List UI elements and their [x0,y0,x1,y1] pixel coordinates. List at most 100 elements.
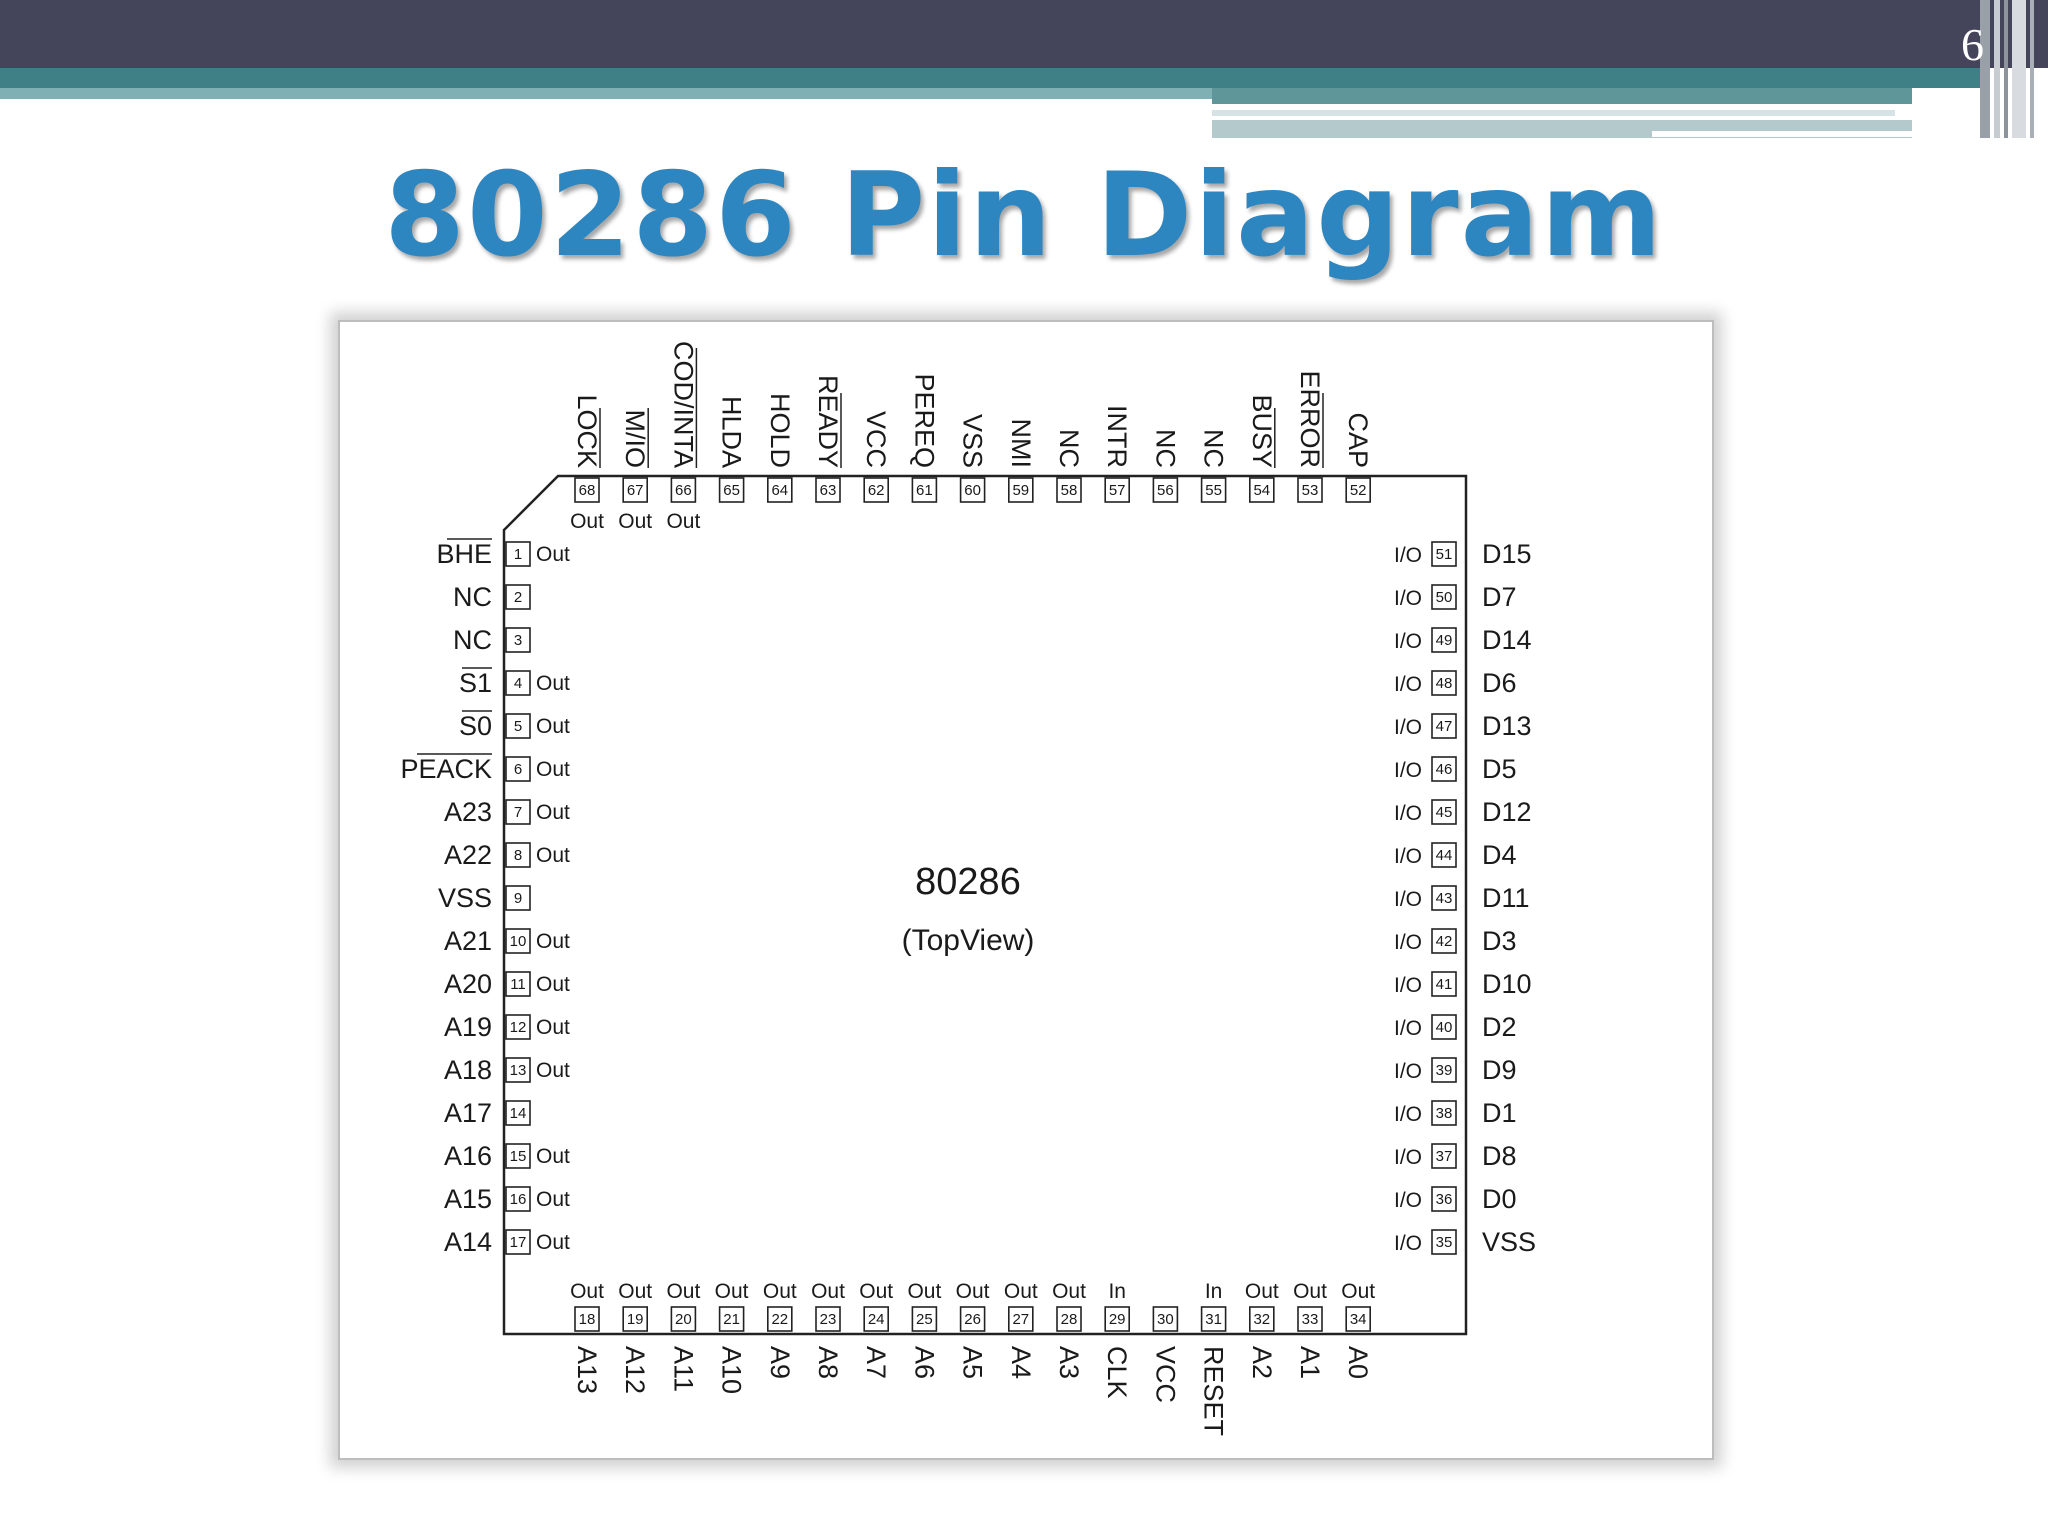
pin-number: 21 [723,1311,740,1328]
pin-label: LOCK [572,394,602,468]
pin-number: 15 [510,1148,527,1165]
pin-label: D5 [1482,754,1517,784]
pin-label: A1 [1295,1346,1325,1379]
pin-number: 17 [510,1234,527,1251]
chip-outline [502,474,1468,1336]
pin-box [815,477,841,503]
pin-label: A6 [909,1346,939,1379]
pin-box [505,541,531,567]
pin-number: 3 [514,632,522,649]
pin-direction: Out [570,510,604,533]
pin-direction: Out [715,1280,749,1303]
pin-label: D3 [1482,926,1517,956]
pin-label: A18 [444,1055,492,1085]
page-title: 80286 Pin Diagram [384,148,1664,283]
header-vertical-bar [2030,0,2034,138]
pin-direction: Out [536,930,570,953]
header-bar [0,0,2048,68]
pin-direction: Out [1052,1280,1086,1303]
pin-direction: Out [536,1059,570,1082]
pin-label: HOLD [765,393,795,468]
header-stripe [1212,110,1895,116]
pin-label: A22 [444,840,492,870]
pin-box [505,799,531,825]
pin-direction: I/O [1394,1017,1422,1040]
pin-box [505,713,531,739]
pin-number: 27 [1012,1311,1029,1328]
pin-label: A16 [444,1141,492,1171]
pin-direction: I/O [1394,1146,1422,1169]
pin-direction: Out [1245,1280,1279,1303]
pin-number: 6 [514,761,522,778]
pin-label: D4 [1482,840,1517,870]
pin-number: 1 [514,546,522,563]
pin-box [1152,477,1179,503]
pin-direction: Out [618,510,652,533]
pin-label: A21 [444,926,492,956]
pin-box [1248,1306,1275,1332]
pin-label: A20 [444,969,492,999]
pin-box [1431,1100,1457,1126]
pin-number: 36 [1436,1191,1453,1208]
pin-box [574,1306,600,1332]
header-vertical-bar [2004,0,2008,138]
pin-label: A10 [717,1346,747,1394]
pin-direction: Out [536,715,570,738]
pin-box [1431,971,1457,997]
pin-box [1431,842,1457,868]
pin-box [959,1306,986,1332]
pin-box [1248,477,1275,503]
pin-box [1104,1306,1131,1332]
pin-box [670,477,697,503]
pin-label: D15 [1482,539,1532,569]
pin-number: 64 [771,482,788,499]
pin-number: 68 [579,482,596,499]
pin-number: 55 [1205,482,1222,499]
pin-direction: Out [1293,1280,1327,1303]
pin-box [1431,1229,1457,1255]
pin-label: INTR [1102,405,1132,468]
pin-number: 7 [514,804,522,821]
pin-box [622,477,649,503]
pin-label: ERROR [1295,370,1325,468]
pin-number: 14 [510,1105,527,1122]
pin-label: D11 [1482,883,1530,913]
pin-number: 12 [510,1019,527,1036]
pin-label: A0 [1343,1346,1373,1379]
pin-box [505,1014,531,1040]
pin-box [1056,477,1082,503]
header-vertical-bar [1980,0,1990,138]
pin-label: VSS [1482,1227,1536,1257]
pin-box [505,1100,531,1126]
pin-box [505,584,531,610]
pin-direction: I/O [1394,544,1422,567]
pin-box [574,477,600,503]
pin-label: NC [1199,429,1229,468]
pin-number: 26 [964,1311,981,1328]
pin-box [1431,627,1457,653]
pin-box [1431,1057,1457,1083]
pin-label: A3 [1054,1346,1084,1379]
pin-box [718,477,745,503]
slide-number: 6 [1961,19,1984,70]
pin-number: 50 [1436,589,1453,606]
pin-label: D13 [1482,711,1532,741]
pin-label: NC [1150,429,1180,468]
pin-box [766,1306,793,1332]
pin-label: RESET [1199,1346,1229,1436]
pin-direction: Out [907,1280,941,1303]
pin-number: 43 [1436,890,1453,907]
pin-box [505,1057,531,1083]
pin-box [505,756,531,782]
pin-number: 11 [510,976,526,993]
pin-number: 48 [1436,675,1453,692]
pin-label: BUSY [1247,394,1277,468]
pin-label: D12 [1482,797,1532,827]
pin-number: 20 [675,1311,692,1328]
pin-direction: Out [536,1188,570,1211]
pin-number: 40 [1436,1019,1453,1036]
pin-box [670,1306,697,1332]
pin-box [766,477,793,503]
